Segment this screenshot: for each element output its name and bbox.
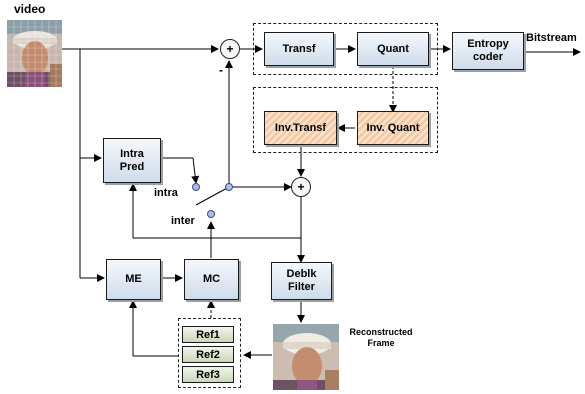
quant-block: Quant: [357, 32, 429, 66]
ref3-slot: Ref3: [182, 366, 234, 383]
ref1-slot: Ref1: [182, 326, 234, 343]
minus-sign-label: -: [219, 63, 223, 77]
inv-quant-block: Inv. Quant: [357, 111, 429, 145]
bitstream-label: Bitstream: [526, 32, 577, 44]
switch-pivot-node: [225, 183, 233, 191]
reconstructed-frame-thumbnail: [273, 324, 339, 390]
forward-transform-group: [253, 23, 438, 75]
inverse-transform-group: [253, 87, 438, 153]
reconstruction-summer: +: [291, 177, 311, 197]
intra-switch-node: [192, 183, 200, 191]
video-input-label: video: [14, 2, 46, 16]
mc-block: MC: [184, 259, 239, 300]
intra-pred-block: Intra Pred: [103, 138, 161, 183]
inter-switch-node: [207, 210, 215, 218]
me-block: ME: [106, 259, 161, 300]
residual-summer: +: [220, 39, 240, 59]
entropy-coder-block: Entropy coder: [452, 32, 524, 70]
ref2-slot: Ref2: [182, 346, 234, 363]
inv-transf-block: Inv.Transf: [264, 111, 337, 145]
intra-label: intra: [154, 187, 178, 199]
inter-label: inter: [171, 215, 195, 227]
reference-buffer-group: Ref1 Ref2 Ref3: [178, 318, 241, 388]
video-input-thumbnail: [7, 20, 62, 87]
transf-block: Transf: [264, 32, 334, 66]
reconstructed-frame-label: Reconstructed Frame: [349, 327, 413, 348]
deblk-filter-block: Deblk Filter: [271, 262, 332, 300]
